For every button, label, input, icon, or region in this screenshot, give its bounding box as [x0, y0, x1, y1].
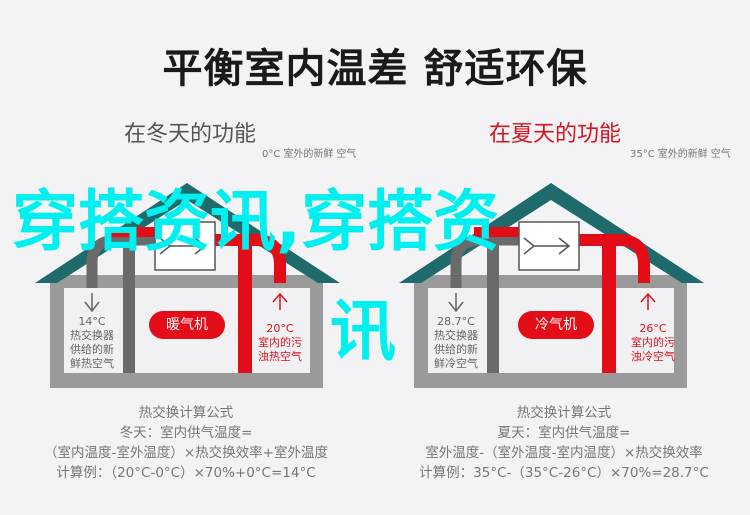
watermark-line-2: 讯	[330, 293, 396, 370]
heater-label: 暖气机	[149, 311, 225, 339]
arrow-up-icon	[272, 292, 288, 310]
air-conditioner-label: 冷气机	[518, 311, 594, 339]
page-title: 平衡室内温差 舒适环保	[162, 46, 588, 92]
watermark-line-1: 穿搭资讯,穿搭资	[12, 183, 500, 260]
summer-heading: 在夏天的功能	[488, 122, 621, 147]
winter-formula: 热交换计算公式冬天：室内供气温度=（室内温度-室外温度）×热交换效率+室外温度计…	[44, 405, 328, 481]
winter-heading: 在冬天的功能	[123, 122, 256, 147]
arrow-up-icon	[640, 292, 656, 310]
summer-formula: 热交换计算公式夏天：室内供气温度=室外温度-（室外温度-室内温度）×热交换效率计…	[419, 405, 709, 481]
